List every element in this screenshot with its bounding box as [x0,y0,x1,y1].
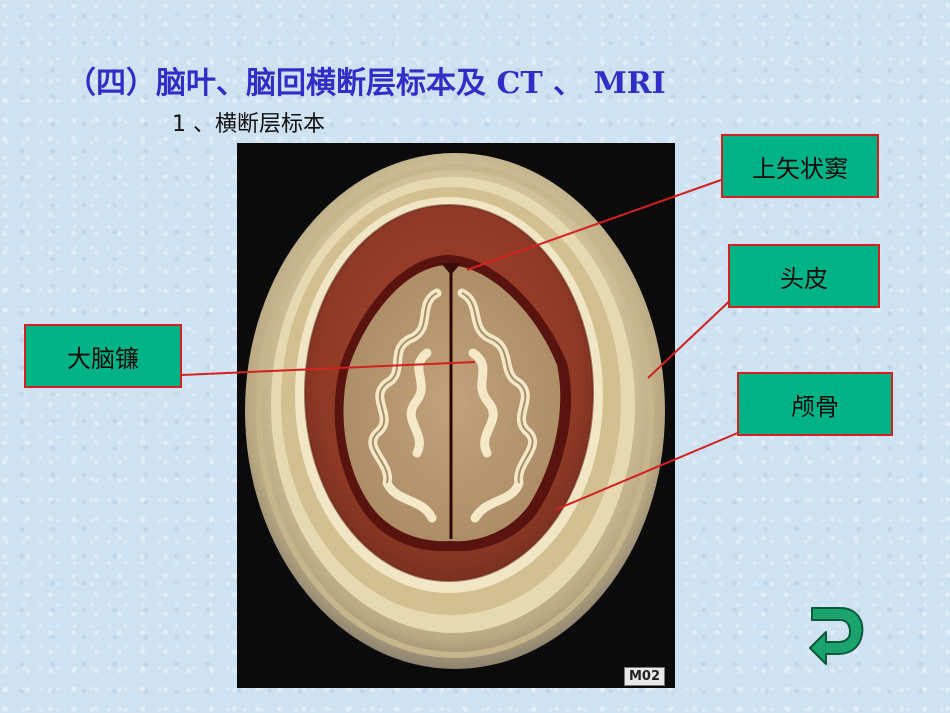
label-text: 大脑镰 [67,344,139,373]
slide-subtitle: 1 、横断层标本 [172,112,325,137]
brain-cross-section-photo: M02 [237,143,675,688]
label-skull: 颅骨 [737,372,893,436]
label-text: 头皮 [780,264,828,293]
label-text: 上矢状窦 [752,154,848,183]
u-turn-back-arrow-icon [809,607,864,665]
brain-cross-section-image [245,153,665,669]
label-scalp: 头皮 [728,244,880,308]
slide-title: （四）脑叶、脑回横断层标本及 CT 、 MRI [66,66,666,101]
label-falx-cerebri: 大脑镰 [24,324,182,388]
label-superior-sagittal-sinus: 上矢状窦 [721,134,879,198]
back-navigation-button[interactable] [806,600,866,672]
specimen-tag: M02 [623,667,665,686]
label-text: 颅骨 [791,392,839,421]
